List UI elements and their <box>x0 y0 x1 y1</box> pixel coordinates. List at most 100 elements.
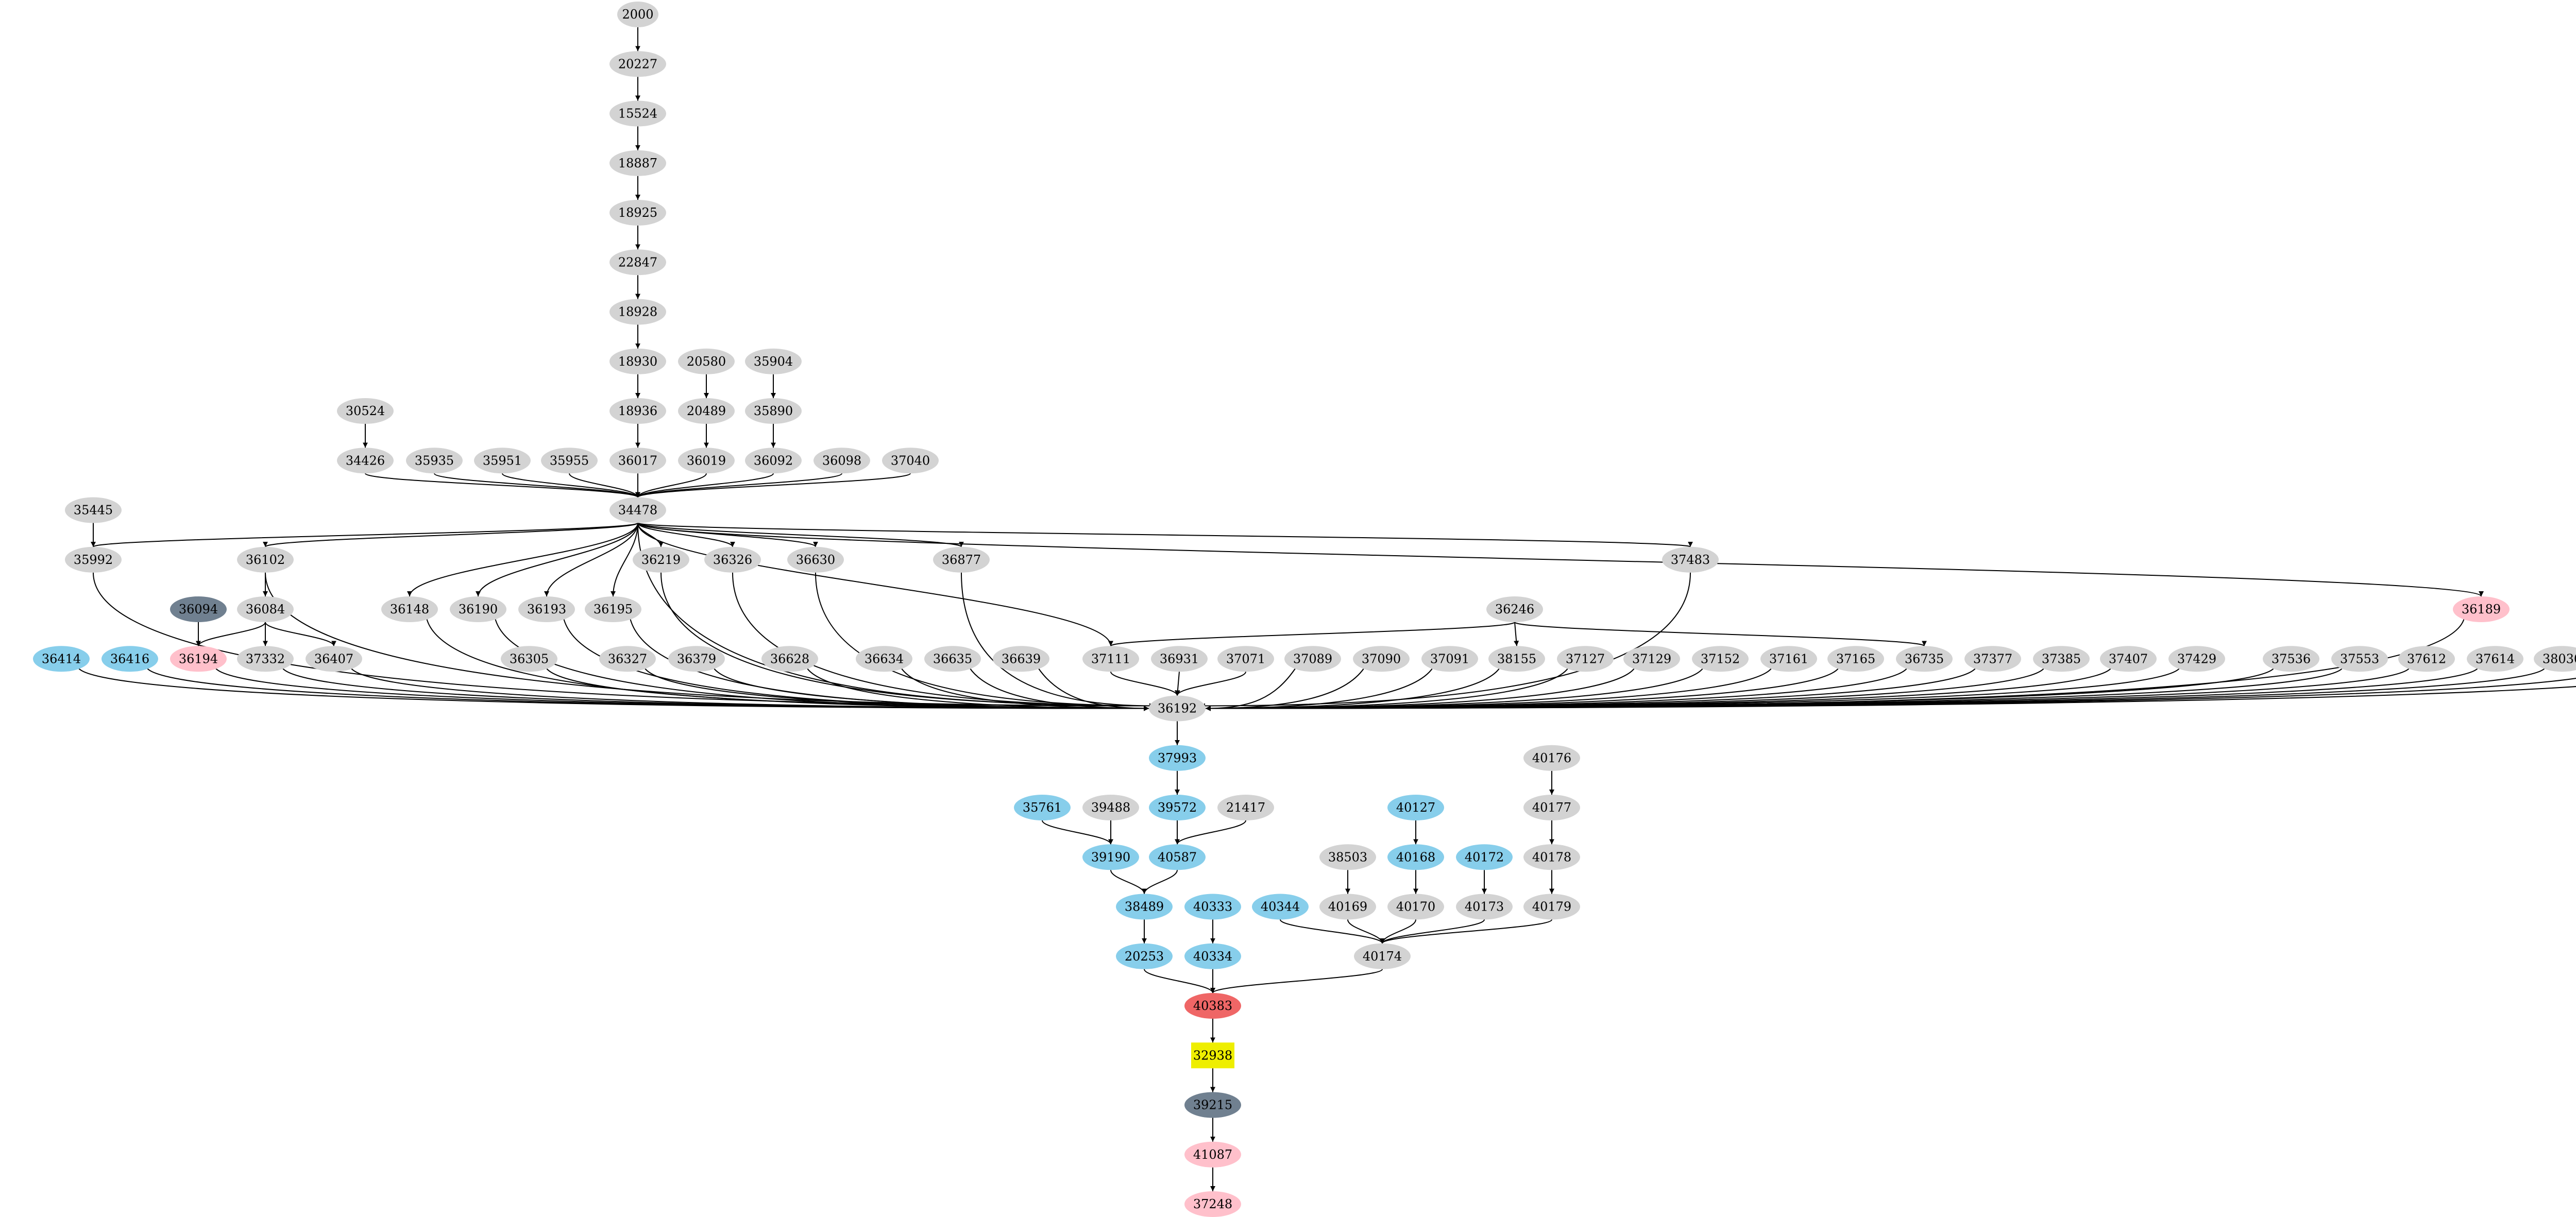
graph-node[interactable]: 37377 <box>1964 646 2021 672</box>
graph-node[interactable]: 36194 <box>170 646 227 672</box>
graph-node[interactable]: 40587 <box>1149 844 1206 870</box>
graph-node[interactable]: 22847 <box>609 249 666 276</box>
graph-node[interactable]: 20489 <box>678 398 735 424</box>
graph-node[interactable]: 37090 <box>1353 646 1410 672</box>
graph-node[interactable]: 36327 <box>599 646 656 672</box>
graph-node[interactable]: 37429 <box>2168 646 2225 672</box>
graph-node[interactable]: 40176 <box>1523 745 1580 771</box>
graph-node[interactable]: 37614 <box>2467 646 2523 672</box>
graph-node[interactable]: 20580 <box>678 348 735 374</box>
graph-node[interactable]: 36379 <box>668 646 725 672</box>
graph-node[interactable]: 34426 <box>337 448 394 474</box>
graph-node[interactable]: 36019 <box>678 448 735 474</box>
graph-node[interactable]: 36148 <box>381 596 438 622</box>
graph-node[interactable]: 36193 <box>518 596 575 622</box>
graph-node[interactable]: 35761 <box>1014 795 1071 820</box>
graph-node[interactable]: 35935 <box>406 448 463 474</box>
graph-node[interactable]: 37385 <box>2033 646 2090 672</box>
graph-node[interactable]: 36190 <box>450 596 506 622</box>
graph-node[interactable]: 40173 <box>1456 894 1513 920</box>
graph-node[interactable]: 37089 <box>1284 646 1341 672</box>
graph-node[interactable]: 37536 <box>2263 646 2319 672</box>
graph-node[interactable]: 20253 <box>1116 943 1173 969</box>
graph-node[interactable]: 40127 <box>1387 795 1444 820</box>
graph-node[interactable]: 36407 <box>306 646 362 672</box>
graph-node[interactable]: 21417 <box>1217 795 1274 820</box>
graph-node[interactable]: 34478 <box>609 497 666 523</box>
graph-node[interactable]: 36017 <box>609 448 666 474</box>
graph-node[interactable]: 36877 <box>933 546 990 573</box>
graph-node[interactable]: 37483 <box>1662 546 1719 573</box>
graph-node[interactable]: 39215 <box>1184 1092 1241 1118</box>
graph-node[interactable]: 41087 <box>1184 1141 1241 1168</box>
graph-node[interactable]: 35904 <box>745 348 802 374</box>
graph-node[interactable]: 40178 <box>1523 844 1580 870</box>
graph-node[interactable]: 38030 <box>2534 646 2576 672</box>
graph-node[interactable]: 36246 <box>1486 596 1543 622</box>
graph-node[interactable]: 18928 <box>609 299 666 325</box>
graph-node[interactable]: 39488 <box>1082 795 1139 820</box>
graph-node[interactable]: 18925 <box>609 200 666 226</box>
graph-node[interactable]: 38503 <box>1319 844 1376 870</box>
graph-node[interactable]: 37127 <box>1557 646 1614 672</box>
graph-node[interactable]: 36092 <box>745 448 802 474</box>
graph-node[interactable]: 38155 <box>1488 646 1545 672</box>
graph-node[interactable]: 36414 <box>33 646 90 672</box>
graph-node[interactable]: 37332 <box>237 646 294 672</box>
graph-node[interactable]: 40179 <box>1523 894 1580 920</box>
graph-node[interactable]: 37129 <box>1623 646 1680 672</box>
graph-node[interactable]: 37040 <box>882 448 939 474</box>
graph-node[interactable]: 37152 <box>1692 646 1749 672</box>
graph-node[interactable]: 36094 <box>170 596 227 622</box>
graph-node[interactable]: 30524 <box>337 398 394 424</box>
graph-node[interactable]: 37553 <box>2331 646 2388 672</box>
graph-node[interactable]: 20227 <box>609 51 666 77</box>
graph-node[interactable]: 40334 <box>1184 943 1241 969</box>
graph-node[interactable]: 18936 <box>609 398 666 424</box>
graph-node[interactable]: 36305 <box>501 646 557 672</box>
graph-node[interactable]: 35445 <box>65 497 122 523</box>
graph-node[interactable]: 37248 <box>1184 1191 1241 1217</box>
graph-node[interactable]: 36416 <box>101 646 158 672</box>
graph-node[interactable]: 40344 <box>1252 894 1309 920</box>
graph-node[interactable]: 35992 <box>65 546 122 573</box>
graph-node[interactable]: 37407 <box>2100 646 2157 672</box>
graph-node[interactable]: 36630 <box>787 546 844 573</box>
graph-node[interactable]: 37612 <box>2398 646 2455 672</box>
graph-node[interactable]: 36326 <box>704 546 761 573</box>
graph-node[interactable]: 40172 <box>1456 844 1513 870</box>
graph-node[interactable]: 37161 <box>1760 646 1817 672</box>
graph-node[interactable]: 40174 <box>1354 943 1411 969</box>
graph-node[interactable]: 37071 <box>1217 646 1274 672</box>
graph-node[interactable]: 37111 <box>1082 646 1139 672</box>
graph-node[interactable]: 2000 <box>617 2 658 27</box>
graph-node[interactable]: 40383 <box>1184 993 1241 1019</box>
graph-node[interactable]: 36098 <box>814 448 870 474</box>
graph-node[interactable]: 40170 <box>1387 894 1444 920</box>
graph-node[interactable]: 35951 <box>474 448 531 474</box>
graph-node[interactable]: 36189 <box>2453 596 2510 622</box>
graph-node[interactable]: 35955 <box>541 448 598 474</box>
graph-node[interactable]: 36192 <box>1149 695 1206 722</box>
graph-node[interactable]: 35890 <box>745 398 802 424</box>
graph-node[interactable]: 32938 <box>1191 1042 1234 1069</box>
graph-node[interactable]: 40169 <box>1319 894 1376 920</box>
graph-node[interactable]: 38489 <box>1116 894 1173 920</box>
graph-node[interactable]: 36735 <box>1896 646 1953 672</box>
graph-node[interactable]: 18930 <box>609 348 666 374</box>
graph-node[interactable]: 36219 <box>633 546 689 573</box>
graph-node[interactable]: 15524 <box>609 100 666 127</box>
graph-node[interactable]: 39190 <box>1082 844 1139 870</box>
graph-node[interactable]: 40168 <box>1387 844 1444 870</box>
graph-node[interactable]: 40333 <box>1184 894 1241 920</box>
graph-node[interactable]: 37993 <box>1149 745 1206 771</box>
graph-node[interactable]: 39572 <box>1149 795 1206 820</box>
graph-node[interactable]: 36084 <box>237 596 294 622</box>
graph-node[interactable]: 36634 <box>856 646 912 672</box>
graph-node[interactable]: 37091 <box>1421 646 1478 672</box>
graph-node[interactable]: 40177 <box>1523 795 1580 820</box>
graph-node[interactable]: 36635 <box>924 646 981 672</box>
graph-node[interactable]: 36102 <box>237 546 294 573</box>
graph-node[interactable]: 36628 <box>761 646 818 672</box>
graph-node[interactable]: 37165 <box>1827 646 1884 672</box>
